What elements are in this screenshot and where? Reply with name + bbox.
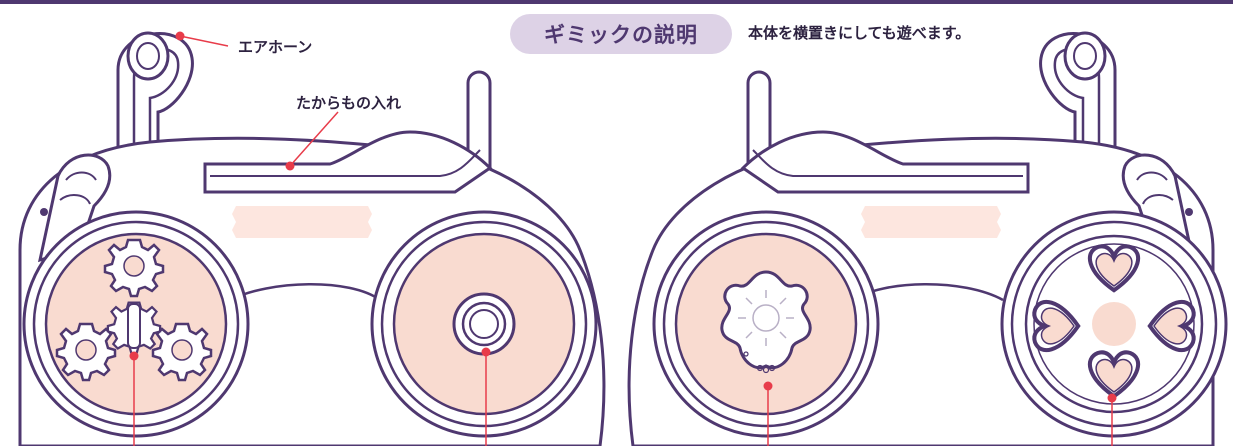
- air-horn-label: エアホーン: [238, 38, 313, 56]
- landscape-note: 本体を横置きにしても遊べます。: [748, 24, 971, 42]
- button-icon: [452, 292, 516, 356]
- air-horn-icon: [116, 31, 194, 168]
- side-knob: [38, 153, 112, 263]
- button-wheel: [370, 210, 598, 438]
- gear-wheel: [22, 210, 250, 438]
- hearts-wheel: [1000, 210, 1228, 438]
- treasure-box-label: たからもの入れ: [296, 94, 402, 112]
- left-toy: [18, 31, 606, 446]
- right-toy: [627, 31, 1228, 446]
- treasure-box: [740, 130, 1030, 194]
- top-border: [0, 0, 1233, 4]
- section-title-pill: ギミックの説明: [510, 14, 732, 54]
- gear-icon: [55, 238, 213, 382]
- treasure-box: [203, 130, 493, 194]
- air-horn-icon: [1039, 31, 1117, 168]
- pointer-lines: [129, 31, 1117, 446]
- sticker-area: [861, 206, 1001, 238]
- sun-wheel: [652, 210, 880, 438]
- sun-flower-icon: [720, 270, 812, 374]
- sticker-area: [232, 206, 372, 238]
- section-title: ギミックの説明: [544, 23, 698, 47]
